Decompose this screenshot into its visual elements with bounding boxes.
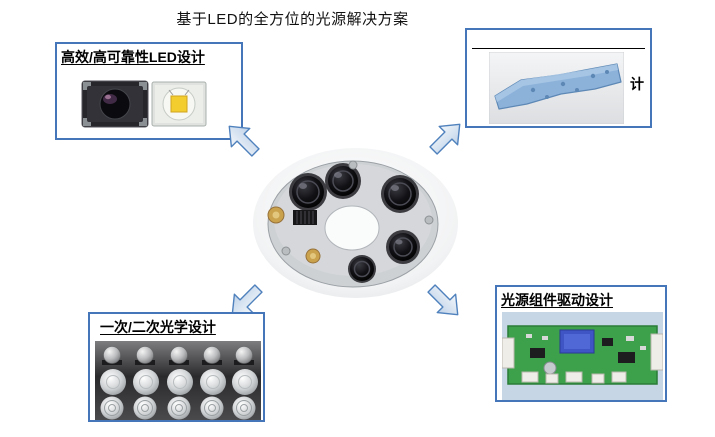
lens-units (289, 163, 420, 283)
lens-array-image (95, 341, 261, 420)
box-driver-design: 光源组件驱动设计 (495, 285, 667, 402)
heatsink-plate-image (489, 52, 624, 124)
driver-design-label: 光源组件驱动设计 (501, 292, 613, 308)
box-led-design: 高效/高可靠性LED设计 (55, 42, 243, 140)
thermal-title-underline (472, 48, 645, 49)
box-thermal-design: 计 (465, 28, 652, 128)
arrow-to-driver-design (420, 277, 469, 326)
led-module-image (253, 148, 458, 298)
arrow-to-led-design (217, 114, 266, 163)
arrow-to-optics-design (220, 277, 269, 326)
optics-design-label: 一次/二次光学设计 (100, 319, 216, 335)
driver-pcb-image (502, 312, 663, 400)
thermal-partial-label: 计 (630, 76, 644, 92)
led-chip-photos (81, 80, 207, 128)
led-design-label: 高效/高可靠性LED设计 (61, 49, 205, 65)
pin-header (293, 210, 317, 225)
lens-row-top (102, 346, 254, 365)
slide-title: 基于LED的全方位的光源解决方案 (176, 11, 409, 28)
lens-row-bottom (100, 396, 256, 420)
box-optics-design: 一次/二次光学设计 (88, 312, 265, 422)
led-module-board-drawing (253, 148, 458, 298)
black-led-chip-image (81, 80, 149, 128)
lens-row-middle (100, 369, 258, 395)
arrow-to-thermal-design (422, 112, 471, 161)
white-led-chip-image (151, 81, 207, 127)
